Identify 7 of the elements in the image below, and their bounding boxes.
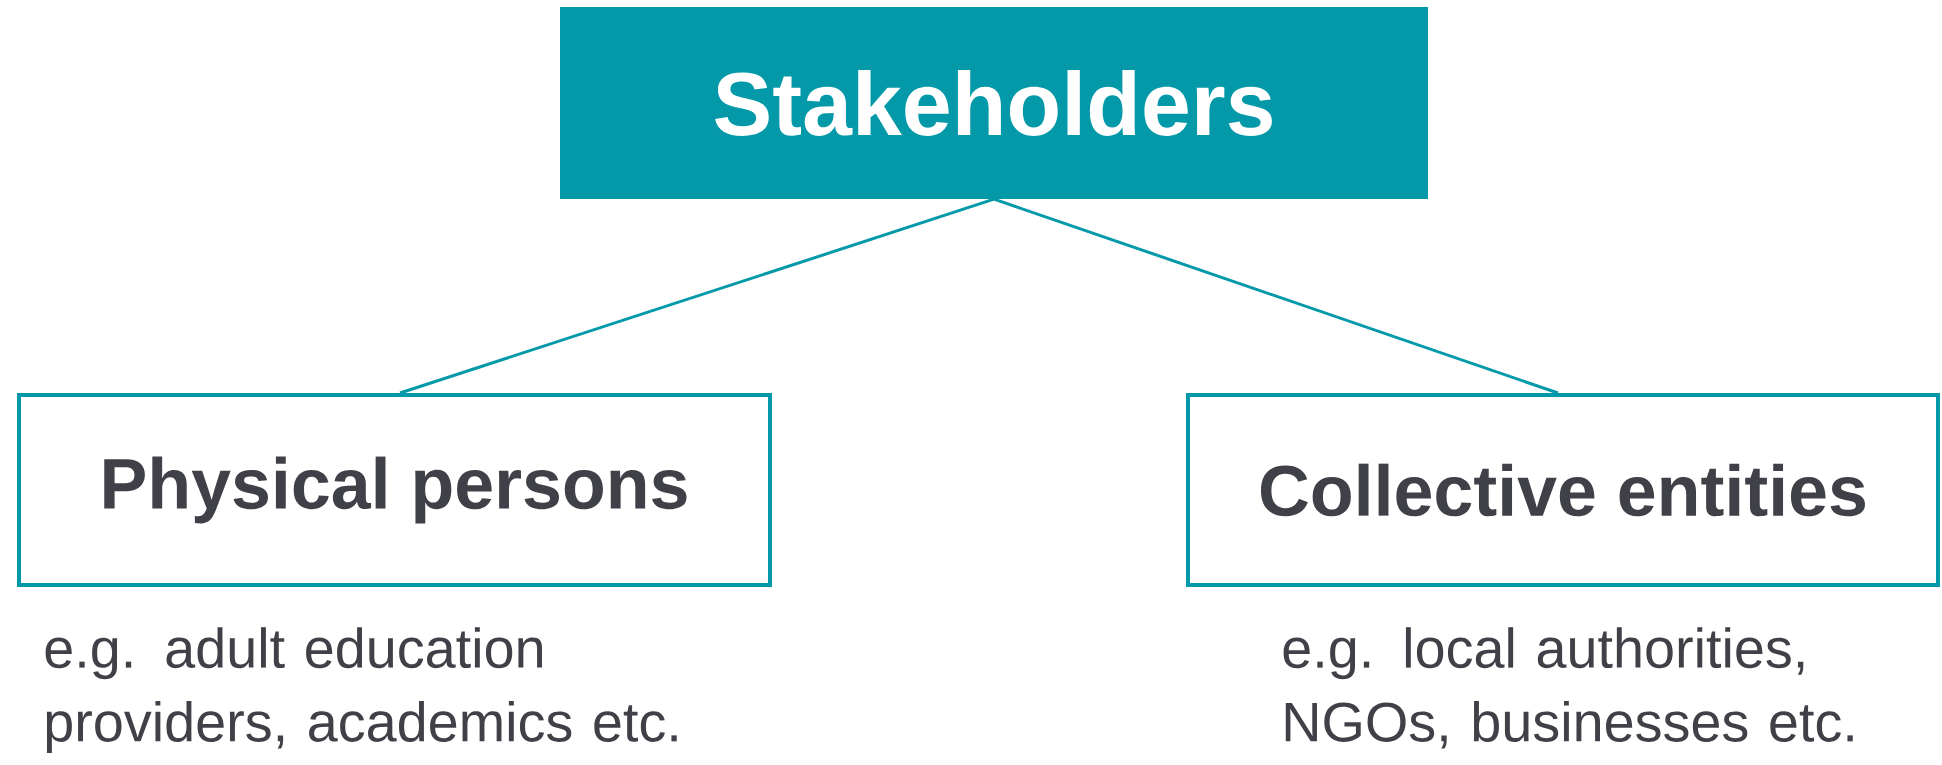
caption-text: e.g. local authorities, NGOs, businesses etc.	[1283, 627, 1853, 749]
title-box: Stakeholders	[560, 7, 1428, 199]
connector-line	[399, 197, 995, 395]
category-box: Physical persons	[17, 393, 772, 587]
connector-line	[993, 197, 1559, 395]
caption-text: e.g. adult education providers, academics etc.	[45, 627, 677, 753]
category-box: Collective entities	[1186, 393, 1940, 587]
